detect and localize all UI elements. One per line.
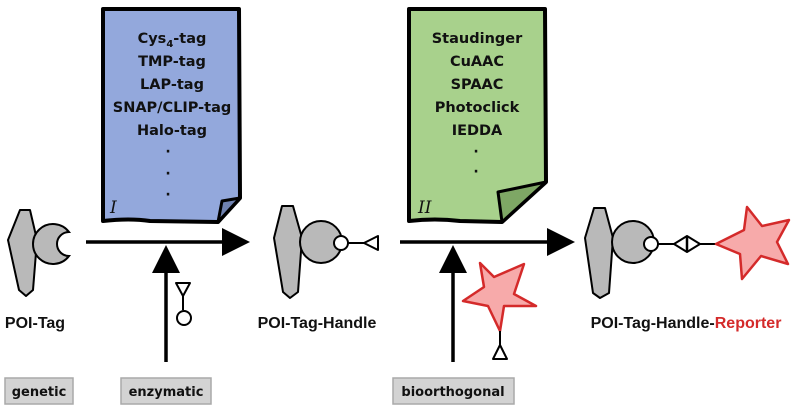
tag-item-lap: LAP-tag [140,77,204,93]
ellipsis-dot: · [165,187,170,203]
ellipsis-dot: · [473,164,478,180]
document-I-page-curl [216,196,242,224]
enzymatic-substrate-icon [175,282,192,326]
tag-item-tmp: TMP-tag [138,54,206,70]
poi-tag-construct [7,209,72,297]
reporter-triangle-icon [492,344,508,360]
svg-text:genetic: genetic [12,385,67,400]
reaction-item-iedda: IEDDA [452,123,503,139]
svg-text:enzymatic: enzymatic [129,385,204,400]
tag-item-snap-clip: SNAP/CLIP-tag [113,100,232,116]
reporter-star-icon [461,261,538,333]
poi-protein-shape [584,207,614,299]
ellipsis-dot: · [165,166,170,182]
reaction-item-spaac: SPAAC [451,77,504,93]
reaction-item-photoclick: Photoclick [435,100,520,116]
document-II: Staudinger CuAAC SPAAC Photoclick IEDDA … [407,7,548,224]
reaction-item-staudinger: Staudinger [432,31,523,47]
category-box-bioorthogonal: bioorthogonal [392,377,515,405]
poi-protein-shape [7,209,38,297]
handle-circle-icon [643,236,659,252]
poi-tag-handle-construct [273,205,379,299]
document-II-page-curl [496,180,548,224]
handle-triangle-icon [363,235,379,251]
svg-text:bioorthogonal: bioorthogonal [401,385,504,400]
ellipsis-dot: · [165,144,170,160]
stage-label-poi-tag-handle-reporter: POI-Tag-Handle-Reporter [591,315,782,332]
category-box-enzymatic: enzymatic [120,377,212,405]
document-I-roman-numeral: I [109,198,117,218]
stage-label-poi-tag-handle: POI-Tag-Handle [258,315,377,332]
category-box-genetic: genetic [4,377,74,405]
tag-item-cys4: Cys4-tag [138,31,207,50]
stage-label-poi-tag: POI-Tag [5,315,65,332]
poi-protein-shape [273,205,303,299]
reporter-star-icon [714,205,791,281]
reporter-probe-icon [461,261,538,360]
document-I: Cys4-tag TMP-tag LAP-tag SNAP/CLIP-tag H… [101,7,242,224]
handle-circle-icon [333,235,349,251]
poi-tag-handle-reporter-construct [584,205,791,299]
ellipsis-dot: · [473,144,478,160]
tag-protein-shape [32,223,72,265]
tag-item-halo: Halo-tag [137,123,207,139]
reaction-item-cuaac: CuAAC [450,54,504,70]
document-II-roman-numeral: II [417,198,432,218]
